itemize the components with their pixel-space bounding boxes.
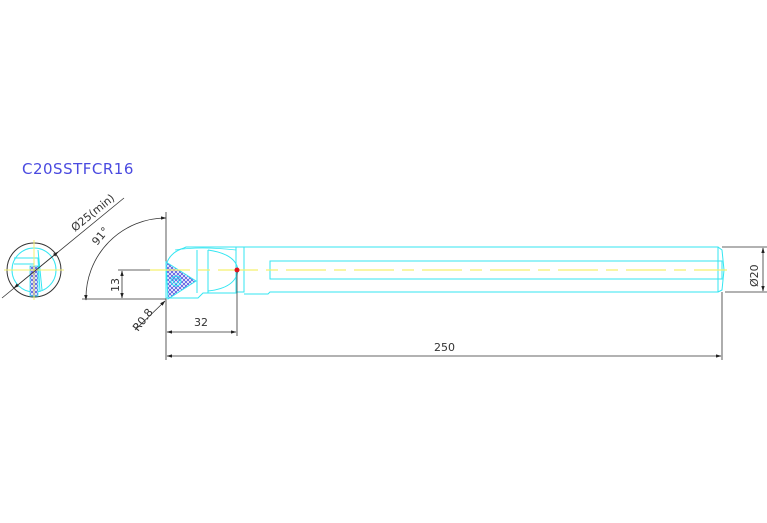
nose-radius-dimension: R0.8 <box>130 300 166 334</box>
shank-diameter-label: Ø20 <box>748 264 761 287</box>
head-length-label: 32 <box>194 316 208 329</box>
overall-length-label: 250 <box>434 341 455 354</box>
offset-dimension: 13 <box>109 269 166 299</box>
center-point <box>234 267 240 273</box>
min-bore-dimension: Ø25(min) <box>69 192 118 235</box>
nose-radius-label: R0.8 <box>130 306 156 334</box>
part-number-title: C20SSTFCR16 <box>22 160 134 178</box>
overall-length-dimension: 250 <box>166 292 723 360</box>
angle-dimension: 91° <box>82 212 167 360</box>
head-length-dimension: 32 <box>166 272 238 336</box>
boring-bar-side-view <box>150 246 727 300</box>
offset-label: 13 <box>109 278 122 292</box>
approach-angle-label: 91° <box>89 225 111 248</box>
shank-diameter-dimension: Ø20 <box>722 246 767 293</box>
